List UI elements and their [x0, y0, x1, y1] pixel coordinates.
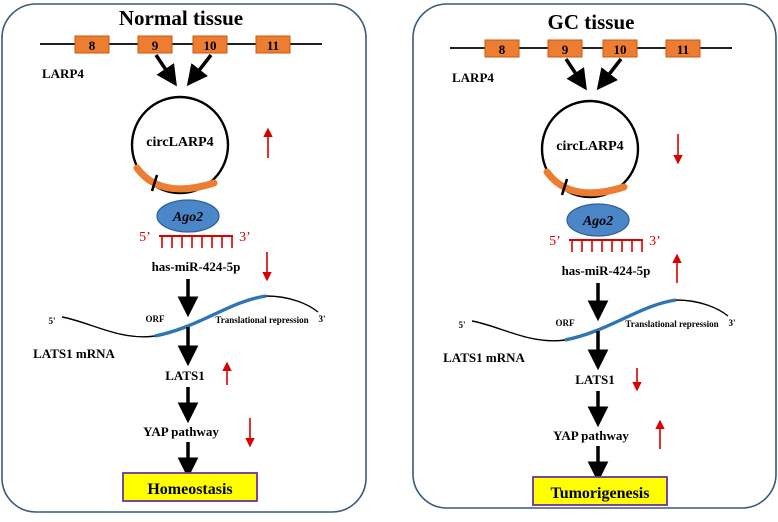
binding-site-tick: [560, 178, 569, 196]
mirna-label: has-miR-424-5p: [152, 259, 241, 274]
mirna-three-prime: 3’: [239, 230, 251, 245]
exon-10-label: 10: [614, 42, 627, 57]
exon-11-box: [665, 39, 701, 58]
mrna-5-utr: [61, 316, 156, 338]
lats1-mrna-label: LATS1 mRNA: [33, 346, 115, 361]
mirna-label: has-miR-424-5p: [562, 263, 651, 278]
mrna-five-prime: 5': [458, 320, 465, 330]
panel-frame: [412, 3, 777, 509]
mrna-5-utr: [471, 320, 566, 342]
mrna-three-prime: 3': [728, 318, 735, 328]
mirna-binding-site: [543, 168, 628, 197]
orf-label: ORF: [146, 314, 166, 324]
translational-repression-label: Translational repression: [625, 319, 718, 329]
ago2-label: Ago2: [172, 210, 203, 225]
gene-label: LARP4: [452, 70, 494, 85]
ago2-label: Ago2: [582, 214, 613, 229]
mrna-orf: [564, 298, 677, 342]
mrna-orf: [154, 294, 267, 338]
exon-9-box: [137, 35, 173, 54]
mrna-3-utr: [675, 299, 729, 317]
exon-10-box: [192, 35, 228, 54]
exon-11-label: 11: [267, 38, 279, 53]
lats1-label: LATS1: [575, 372, 615, 387]
circrna-ring: [130, 95, 230, 195]
mrna-3-utr: [265, 295, 319, 313]
lats1-label: LATS1: [165, 368, 205, 383]
mirna-binding-site: [133, 164, 218, 193]
exon-10-box: [602, 39, 638, 58]
orf-label: ORF: [556, 318, 576, 328]
exon-8-label: 8: [499, 42, 506, 57]
binding-site-tick: [150, 174, 159, 192]
translational-repression-label: Translational repression: [215, 315, 308, 325]
outcome-label: Homeostasis: [147, 481, 232, 498]
mirna-five-prime: 5’: [139, 230, 151, 245]
exon-8-label: 8: [89, 38, 96, 53]
yap-pathway-label: YAP pathway: [143, 424, 219, 439]
exon-8-box: [74, 35, 110, 54]
mrna-three-prime: 3': [318, 314, 325, 324]
exon-9-label: 9: [152, 38, 159, 53]
outcome-box: [532, 476, 668, 506]
exon-11-box: [255, 35, 291, 54]
backsplice-arrow-left: [564, 58, 587, 91]
backsplice-arrow-right: [186, 53, 213, 87]
mrna-five-prime: 5': [48, 316, 55, 326]
panel-title: GC tissue: [548, 10, 635, 34]
circrna-label: circLARP4: [556, 139, 623, 154]
backsplice-arrow-right: [596, 57, 623, 91]
exon-8-box: [484, 39, 520, 58]
exon-9-box: [547, 39, 583, 58]
exon-11-label: 11: [677, 42, 689, 57]
lats1-mrna-label: LATS1 mRNA: [443, 350, 525, 365]
outcome-box: [122, 472, 258, 502]
panel-title: Normal tissue: [119, 6, 243, 30]
mirna-five-prime: 5’: [549, 234, 561, 249]
exon-9-label: 9: [562, 42, 569, 57]
backsplice-arrow-left: [154, 54, 177, 87]
mirna-three-prime: 3’: [649, 234, 661, 249]
circrna-ring: [540, 99, 640, 199]
panel-frame: [1, 3, 367, 513]
circrna-label: circLARP4: [146, 135, 213, 150]
ago2-protein: [156, 199, 220, 233]
gene-label: LARP4: [42, 66, 84, 81]
ago2-protein: [566, 203, 630, 237]
yap-pathway-label: YAP pathway: [553, 428, 629, 443]
exon-10-label: 10: [204, 38, 217, 53]
outcome-label: Tumorigenesis: [551, 485, 650, 502]
